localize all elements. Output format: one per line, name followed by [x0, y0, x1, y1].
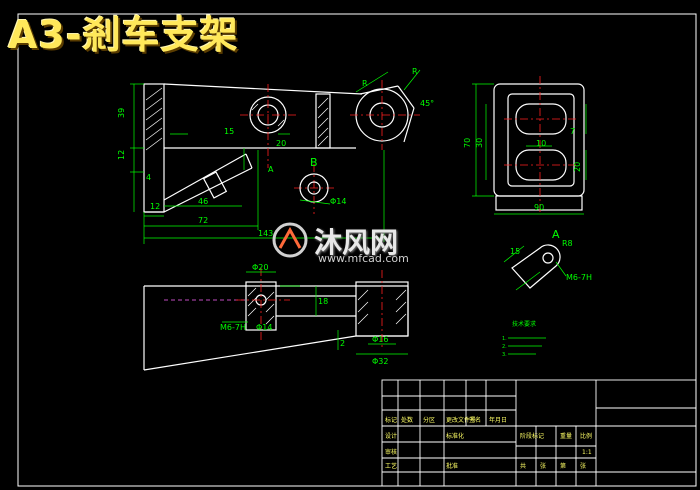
tb-sheet: 张 [580, 462, 586, 470]
dim-7: 7 [570, 127, 575, 136]
dim-r8: R8 [562, 239, 573, 248]
title-block-text: 标记 处数 分区 更改文件号 签名 年月日 设计 标准化 阶段标记 重量 比例 … [385, 416, 592, 470]
main-centerlines [240, 80, 420, 214]
tech-requirement-lines [508, 337, 546, 355]
dim-phi14-bottom: Φ14 [256, 323, 272, 332]
detail-a-title: A [552, 228, 560, 241]
tb-change-no: 更改文件号 [446, 416, 476, 424]
dim-phi32: Φ32 [372, 357, 388, 366]
drawing-title: A3-剎车支架 [8, 13, 239, 57]
tb-scale: 比例 [580, 432, 592, 440]
tb-approve: 批准 [446, 462, 458, 470]
dim-10: 10 [536, 139, 546, 148]
tb-total: 共 [520, 462, 526, 470]
dim-20: 20 [276, 139, 286, 148]
side-dim-labels: 70 30 7 10 20 90 [463, 127, 582, 212]
tb-page: 第 [560, 462, 566, 470]
dim-72: 72 [198, 216, 208, 225]
bottom-centerlines [236, 268, 383, 350]
dim-15: 15 [224, 127, 234, 136]
dim-20-side: 20 [573, 162, 582, 172]
detail-a [511, 244, 561, 289]
dim-phi16: Φ16 [372, 335, 388, 344]
watermark-brand: 沐风网 [314, 226, 399, 259]
dim-2: 2 [340, 339, 345, 348]
tb-date: 年月日 [489, 416, 507, 424]
tb-weight: 重量 [560, 432, 572, 440]
dim-45deg: 45° [420, 99, 434, 108]
tb-standard: 标准化 [446, 432, 464, 440]
dim-phi20: Φ20 [252, 263, 268, 272]
title-block [381, 379, 697, 487]
bottom-dimensions [222, 271, 408, 355]
bottom-dim-labels: Φ20 Φ14 M6-7H 18 Φ16 Φ32 2 [220, 263, 388, 366]
tech-requirements: 技术要求 1. 2. 3. [502, 320, 536, 358]
dim-4: 4 [146, 173, 151, 182]
dim-39: 39 [117, 108, 126, 118]
dim-143: 143 [258, 229, 273, 238]
main-dimensions [130, 69, 421, 244]
dim-90: 90 [534, 203, 544, 212]
dim-46: 46 [198, 197, 208, 206]
watermark-logo [272, 222, 308, 258]
side-centerlines [504, 76, 576, 214]
tb-count: 处数 [401, 416, 413, 424]
dim-70: 70 [463, 138, 472, 148]
dim-m6-bottom: M6-7H [220, 323, 246, 332]
tech-item-1: 1. [502, 336, 507, 342]
detail-a-labels: A 15 R8 M6-7H [510, 228, 592, 282]
main-dim-labels: 39 12 4 12 46 72 143 15 20 R 45° R Φ14 [117, 67, 434, 238]
tb-review: 审核 [385, 448, 397, 456]
tb-ratio: 1:1 [582, 449, 592, 456]
tech-item-3: 3. [502, 352, 507, 358]
dim-18: 18 [318, 297, 328, 306]
tb-design: 设计 [385, 432, 397, 440]
watermark-url: www.mfcad.com [318, 252, 409, 265]
bottom-view [143, 281, 409, 371]
bottom-hatch [247, 287, 407, 325]
dim-30: 30 [475, 138, 484, 148]
dim-r-right: R [412, 67, 418, 76]
side-dimensions [472, 83, 587, 215]
tb-mark: 标记 [385, 416, 397, 424]
tb-sheets: 张 [540, 462, 546, 470]
main-view [143, 83, 415, 213]
tb-stage: 阶段标记 [520, 432, 544, 440]
tech-item-2: 2. [502, 344, 507, 350]
dim-r-top: R [362, 79, 368, 88]
tb-zone: 分区 [423, 416, 435, 424]
dim-15-detail: 15 [510, 247, 520, 256]
tb-process: 工艺 [385, 462, 397, 470]
main-view-hatch [145, 87, 329, 151]
detail-a-dimensions [503, 245, 567, 291]
view-a-marker: A [268, 165, 274, 174]
tech-heading: 技术要求 [512, 320, 536, 328]
dim-phi14: Φ14 [330, 197, 346, 206]
section-b-label: B [310, 156, 318, 169]
dim-12-left: 12 [117, 150, 126, 160]
tb-sign: 签名 [469, 416, 481, 424]
drawing-border [17, 13, 697, 487]
dim-m6-detail: M6-7H [566, 273, 592, 282]
dim-12-bottom: 12 [150, 202, 160, 211]
